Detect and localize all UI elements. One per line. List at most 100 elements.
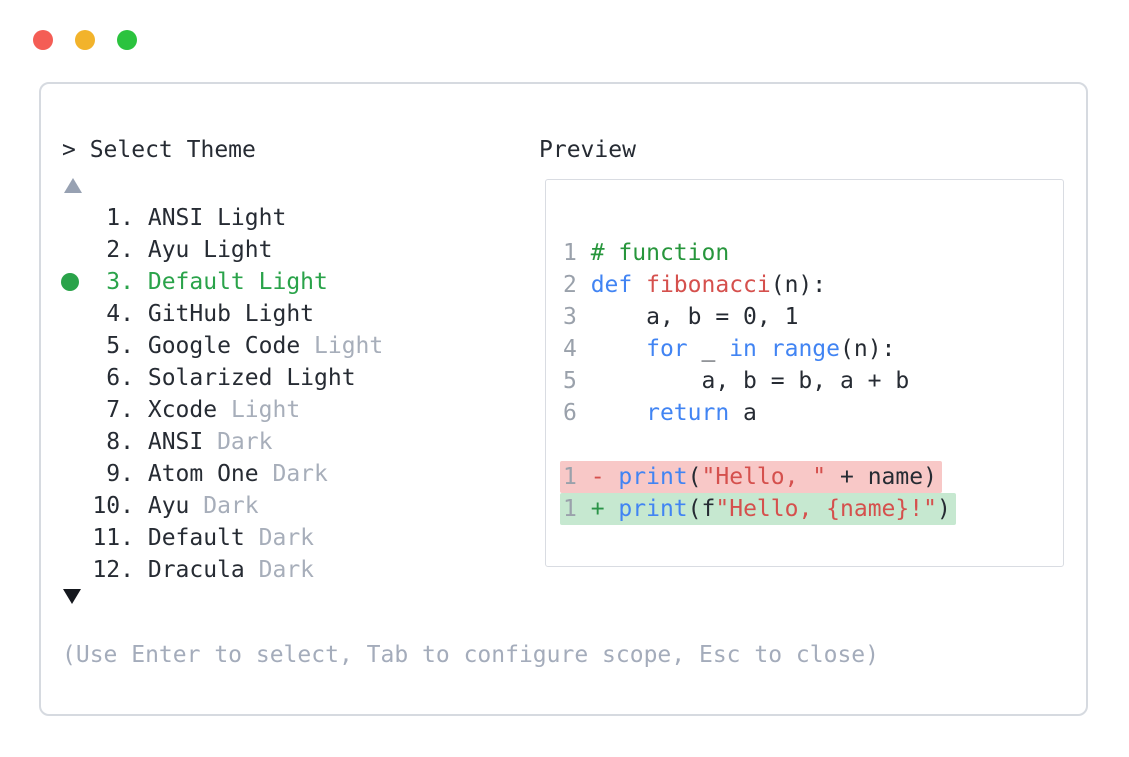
- theme-item-number: 2.: [106, 237, 134, 263]
- code-token: + name): [826, 464, 937, 490]
- code-line: [563, 429, 956, 461]
- theme-item-number: 8.: [106, 429, 134, 455]
- code-token: [591, 400, 646, 426]
- code-token: [591, 336, 646, 362]
- theme-list-item[interactable]: 5. Google Code Light: [62, 330, 383, 362]
- code-token: _: [687, 336, 730, 362]
- theme-list-item[interactable]: 6. Solarized Light: [62, 362, 383, 394]
- code-token: return: [646, 400, 730, 426]
- theme-list: 1. ANSI Light 2. Ayu Light 3. Default Light 4.…: [61, 202, 383, 586]
- close-button[interactable]: [33, 30, 53, 50]
- theme-item-variant: Dark: [272, 461, 328, 487]
- code-line: 3 a, b = 0, 1: [563, 301, 956, 333]
- theme-item-name: Default: [147, 525, 245, 551]
- code-token: a, b = 0, 1: [590, 304, 799, 330]
- theme-item-name: Atom One: [147, 461, 259, 487]
- code-token: [757, 336, 771, 362]
- theme-picker-dialog: > Select Theme 1. ANSI Light 2. Ayu Light 3.…: [39, 82, 1088, 716]
- line-number: 6: [563, 400, 591, 426]
- code-token: "Hello, {name}!": [715, 496, 937, 522]
- theme-item-name: ANSI Light: [147, 205, 287, 231]
- code-token: # function: [590, 240, 730, 266]
- theme-item-number: 4.: [106, 301, 134, 327]
- code-token: a: [729, 400, 757, 426]
- theme-item-name: Default Light: [147, 269, 328, 295]
- theme-list-item[interactable]: 11. Default Dark: [62, 522, 383, 554]
- theme-item-name: Xcode: [147, 397, 218, 423]
- theme-list-item[interactable]: 2. Ayu Light: [62, 234, 383, 266]
- theme-item-number: 11.: [92, 525, 134, 551]
- keyboard-hint: (Use Enter to select, Tab to configure s…: [62, 642, 879, 668]
- theme-item-name: Dracula: [147, 557, 245, 583]
- theme-list-item[interactable]: 3. Default Light: [61, 266, 383, 298]
- theme-item-variant: Light: [314, 333, 384, 359]
- line-number: 1: [563, 496, 591, 522]
- line-number: 4: [563, 336, 591, 362]
- code-line-diff-add: 1 + print(f"Hello, {name}!"): [560, 493, 956, 525]
- theme-list-item[interactable]: 1. ANSI Light: [62, 202, 383, 234]
- theme-item-name: ANSI: [147, 429, 204, 455]
- code-line: 1 # function: [563, 237, 956, 269]
- theme-item-number: 1.: [106, 205, 134, 231]
- theme-list-item[interactable]: 10. Ayu Dark: [62, 490, 383, 522]
- theme-item-number: 9.: [106, 461, 134, 487]
- code-token: +: [590, 496, 605, 522]
- scroll-up-icon: [64, 178, 82, 193]
- scroll-down-icon: [63, 589, 81, 604]
- code-token: [632, 272, 646, 298]
- window-controls: [33, 30, 137, 50]
- code-token: [605, 464, 619, 490]
- theme-list-item[interactable]: 4. GitHub Light: [62, 298, 383, 330]
- line-number: 5: [563, 368, 591, 394]
- theme-item-name: Ayu Light: [147, 237, 273, 263]
- line-number: 1: [563, 464, 591, 490]
- code-token: (: [687, 464, 702, 490]
- theme-item-name: Solarized Light: [147, 365, 356, 391]
- theme-item-number: 7.: [106, 397, 134, 423]
- theme-list-item[interactable]: 8. ANSI Dark: [62, 426, 383, 458]
- theme-item-variant: Dark: [258, 557, 315, 583]
- code-token: -: [590, 464, 605, 490]
- line-number: 2: [563, 272, 591, 298]
- theme-item-name: Ayu: [147, 493, 190, 519]
- code-token: print: [618, 496, 688, 522]
- selected-item-dot: [61, 273, 79, 291]
- code-token: def: [590, 272, 633, 298]
- line-number: 3: [563, 304, 591, 330]
- code-line: 4 for _ in range(n):: [563, 333, 956, 365]
- theme-item-variant: Dark: [217, 429, 273, 455]
- theme-list-item[interactable]: 12. Dracula Dark: [62, 554, 383, 586]
- theme-item-number: 10.: [92, 493, 134, 519]
- code-token: (n):: [840, 336, 896, 362]
- code-line: 2 def fibonacci(n):: [563, 269, 956, 301]
- zoom-button[interactable]: [117, 30, 137, 50]
- code-token: "Hello, ": [701, 464, 827, 490]
- theme-list-item[interactable]: 7. Xcode Light: [62, 394, 383, 426]
- select-theme-prompt: > Select Theme: [62, 137, 256, 163]
- code-token: range: [770, 336, 840, 362]
- code-line-diff-del: 1 - print("Hello, " + name): [560, 461, 956, 493]
- theme-item-name: Google Code: [147, 333, 301, 359]
- theme-item-number: 6.: [106, 365, 134, 391]
- theme-item-variant: Light: [230, 397, 301, 423]
- code-token: (f: [687, 496, 716, 522]
- preview-title: Preview: [539, 137, 636, 163]
- theme-item-number: 3.: [106, 269, 134, 295]
- theme-item-name: GitHub Light: [147, 301, 315, 327]
- theme-list-item[interactable]: 9. Atom One Dark: [62, 458, 383, 490]
- line-number: 1: [563, 240, 591, 266]
- code-line: 5 a, b = b, a + b: [563, 365, 956, 397]
- minimize-button[interactable]: [75, 30, 95, 50]
- theme-item-number: 12.: [92, 557, 134, 583]
- code-token: ): [936, 496, 951, 522]
- theme-item-number: 5.: [106, 333, 134, 359]
- code-token: for: [646, 336, 688, 362]
- theme-item-variant: Dark: [203, 493, 259, 519]
- code-token: [605, 496, 619, 522]
- code-token: fibonacci: [646, 272, 771, 298]
- theme-item-variant: Dark: [258, 525, 315, 551]
- code-token: in: [729, 336, 757, 362]
- code-token: print: [618, 464, 688, 490]
